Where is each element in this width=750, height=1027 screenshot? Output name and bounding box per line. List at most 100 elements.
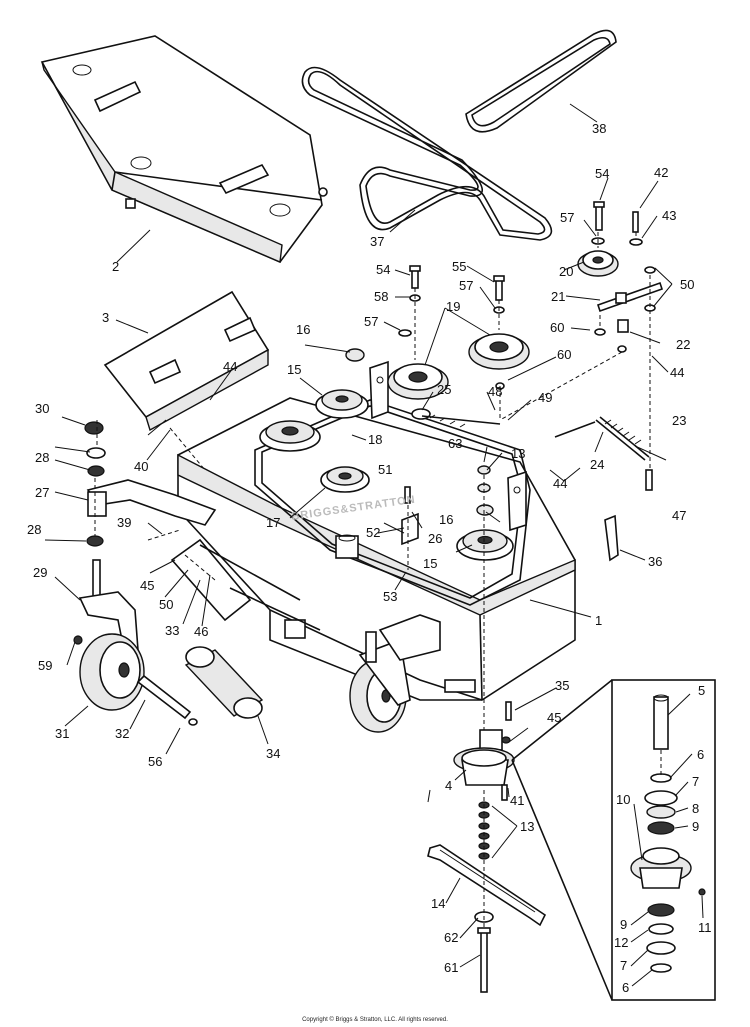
deflector-shield-part — [103, 290, 270, 432]
callout-59: 59 — [38, 658, 52, 673]
callout-12: 12 — [614, 935, 628, 950]
belt-cover-part — [40, 35, 328, 264]
callout-61: 61 — [444, 960, 458, 975]
callout-37: 37 — [370, 234, 384, 249]
callout-45a: 45 — [140, 578, 154, 593]
callout-28b: 28 — [27, 522, 41, 537]
callout-4: 4 — [445, 778, 452, 793]
callout-9b: 9 — [620, 917, 627, 932]
idler-pulley-15-left — [315, 389, 369, 419]
callout-15b: 15 — [423, 556, 437, 571]
callout-labels: 2 3 1 4 5 6 7 8 9 10 11 9 12 7 6 13 14 6… — [27, 121, 712, 995]
mower-deck-housing-part — [177, 397, 576, 701]
belt-37-part — [301, 66, 553, 241]
roller-bracket-33 — [170, 538, 321, 631]
callout-6a: 6 — [697, 747, 704, 762]
callout-31: 31 — [55, 726, 69, 741]
callout-44c: 44 — [553, 476, 567, 491]
double-pulley-19-left — [387, 363, 449, 400]
callout-50b: 50 — [680, 277, 694, 292]
spring-anchor-part — [335, 534, 359, 559]
callout-56: 56 — [148, 754, 162, 769]
callout-1: 1 — [595, 613, 602, 628]
callout-63: 63 — [448, 436, 462, 451]
callout-15a: 15 — [287, 362, 301, 377]
callout-2: 2 — [112, 259, 119, 274]
caster-wheel-31 — [79, 633, 145, 711]
callout-60b: 60 — [550, 320, 564, 335]
caster-wheel-right — [349, 614, 441, 733]
callout-19: 19 — [446, 299, 460, 314]
callout-10: 10 — [616, 792, 630, 807]
callout-13b: 13 — [511, 446, 525, 461]
callout-7b: 7 — [620, 958, 627, 973]
callout-38: 38 — [592, 121, 606, 136]
callout-51: 51 — [378, 462, 392, 477]
callout-57a: 57 — [364, 314, 378, 329]
callout-18: 18 — [368, 432, 382, 447]
callout-52: 52 — [366, 525, 380, 540]
alignment-lines — [94, 232, 662, 930]
callout-14: 14 — [431, 896, 445, 911]
callout-46: 46 — [194, 624, 208, 639]
roller-34 — [184, 646, 264, 719]
spindle-pulley-left — [259, 420, 321, 452]
callout-39: 39 — [117, 515, 131, 530]
callout-24: 24 — [590, 457, 604, 472]
callout-28a: 28 — [35, 450, 49, 465]
spring-23-rod-24 — [554, 416, 653, 491]
callout-43: 43 — [662, 208, 676, 223]
callout-45b: 45 — [547, 710, 561, 725]
callout-48: 48 — [488, 384, 502, 399]
callout-7a: 7 — [692, 774, 699, 789]
spindle-housing-4 — [453, 701, 515, 801]
spindle-pulley-right-15 — [456, 529, 514, 561]
center-spindle-pulley-17 — [320, 466, 370, 493]
callout-54b: 54 — [595, 166, 609, 181]
belt-38-part — [465, 29, 617, 133]
callout-42: 42 — [654, 165, 668, 180]
hardware-parts — [345, 201, 656, 562]
callout-47: 47 — [672, 508, 686, 523]
callout-9a: 9 — [692, 819, 699, 834]
callout-44b: 44 — [670, 365, 684, 380]
double-pulley-19-right — [468, 333, 530, 370]
callout-53: 53 — [383, 589, 397, 604]
callout-44a: 44 — [223, 359, 237, 374]
callout-60a: 60 — [557, 347, 571, 362]
idler-pulley-20 — [577, 250, 619, 277]
callout-35: 35 — [555, 678, 569, 693]
callout-22: 22 — [676, 337, 690, 352]
callout-33: 33 — [165, 623, 179, 638]
callout-57c: 57 — [560, 210, 574, 225]
callout-5: 5 — [698, 683, 705, 698]
callout-6b: 6 — [622, 980, 629, 995]
callout-62: 62 — [444, 930, 458, 945]
callout-30: 30 — [35, 401, 49, 416]
callout-58: 58 — [374, 289, 388, 304]
callout-16a: 16 — [296, 322, 310, 337]
callout-25: 25 — [437, 382, 451, 397]
callout-17: 17 — [266, 515, 280, 530]
callout-54a: 54 — [376, 262, 390, 277]
callout-40: 40 — [134, 459, 148, 474]
idler-bracket-part — [369, 360, 527, 532]
callout-36: 36 — [648, 554, 662, 569]
callout-57b: 57 — [459, 278, 473, 293]
callout-49: 49 — [538, 390, 552, 405]
axle-spacer-32-bolt-56 — [73, 635, 198, 726]
callout-41: 41 — [510, 793, 524, 808]
callout-3: 3 — [102, 310, 109, 325]
callout-55: 55 — [452, 259, 466, 274]
callout-8: 8 — [692, 801, 699, 816]
idler-arm-21 — [596, 281, 664, 313]
callout-29: 29 — [33, 565, 47, 580]
callout-26: 26 — [428, 531, 442, 546]
rod-25-part — [421, 414, 501, 428]
caster-bushings-28-30 — [84, 421, 106, 547]
callout-11: 11 — [698, 920, 712, 935]
copyright-notice: Copyright © Briggs & Stratton, LLC. All … — [302, 1017, 448, 1023]
callout-32: 32 — [115, 726, 129, 741]
callout-20: 20 — [559, 264, 573, 279]
